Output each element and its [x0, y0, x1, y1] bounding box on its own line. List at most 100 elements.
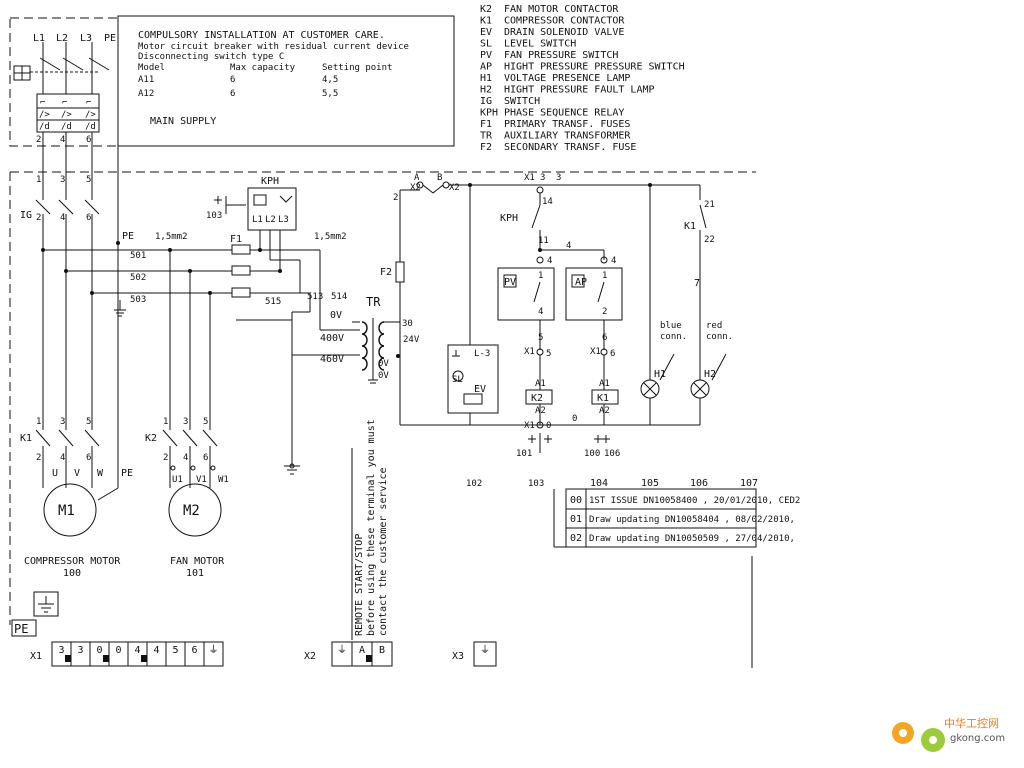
terminal-cell-label: 4 — [153, 645, 159, 656]
pe-earth: PE — [11, 591, 59, 637]
fan-motor-num: 101 — [186, 568, 204, 579]
blue-conn-1: blue — [660, 321, 682, 331]
wire-514: 514 — [331, 292, 347, 302]
svg-text:2: 2 — [36, 135, 41, 145]
m1-label: M1 — [58, 503, 75, 519]
motor-v1: V1 — [196, 475, 207, 485]
ig-label: IG — [20, 210, 32, 221]
svg-text:L3: L3 — [278, 215, 289, 225]
legend-description: PRIMARY TRANSF. FUSES — [504, 119, 630, 130]
k2-label: K2 — [145, 433, 157, 444]
install-row1-model: A11 — [138, 75, 154, 85]
wire-513: 513 — [307, 292, 323, 302]
install-row2-setting: 5,5 — [322, 89, 338, 99]
svg-text:6: 6 — [203, 453, 208, 463]
tr-400v: 400V — [320, 333, 344, 344]
install-row1-capacity: 6 — [230, 75, 235, 85]
x1-0-label: X1 — [524, 421, 535, 431]
x2-b: B — [437, 173, 442, 183]
ap-1: 1 — [602, 271, 607, 281]
tr-0v-sec2: 0V — [378, 371, 389, 381]
node-4b: 4 — [611, 256, 616, 266]
terminal-cell-label: ⏚ — [480, 644, 490, 656]
svg-text:1: 1 — [163, 417, 168, 427]
svg-text:⌐: ⌐ — [86, 98, 91, 108]
f1-fuses: F1 515 — [230, 229, 320, 307]
node-4a: 4 — [547, 256, 552, 266]
pe-label-top: PE — [122, 231, 134, 242]
legend-code: SL — [480, 39, 492, 50]
wire-502: 502 — [130, 273, 146, 283]
f1-label: F1 — [230, 234, 242, 245]
node-14: 14 — [542, 197, 553, 207]
svg-text:6: 6 — [86, 213, 91, 223]
terminal-103: 103 — [206, 211, 222, 221]
node-6: 6 — [602, 333, 607, 343]
node-11: 11 — [538, 236, 549, 246]
svg-text:L1: L1 — [252, 215, 263, 225]
remote-line3: contact the customer service — [378, 467, 389, 636]
k1-coil-label: K1 — [597, 393, 609, 404]
terminal-cell-label: ⏚ — [337, 644, 347, 656]
install-header-capacity: Max capacity — [230, 63, 296, 73]
terminal-cell-label: 0 — [96, 645, 102, 656]
svg-text:5: 5 — [203, 417, 208, 427]
compressor-motor-num: 100 — [63, 568, 81, 579]
install-row2-model: A12 — [138, 89, 154, 99]
svg-text:2: 2 — [163, 453, 168, 463]
install-row1-setting: 4,5 — [322, 75, 338, 85]
terminal-cell — [371, 641, 393, 667]
remote-note: REMOTE START/STOP before using these ter… — [351, 419, 389, 640]
x3-strip-label: X3 — [452, 651, 464, 662]
svg-text:/d: /d — [61, 122, 72, 132]
legend-description: PHASE SEQUENCE RELAY — [504, 108, 624, 119]
watermark-cn: 中华工控网 — [944, 716, 999, 730]
svg-text:/>: /> — [85, 110, 96, 120]
red-conn-1: red — [706, 321, 722, 331]
node-0: 0 — [572, 414, 577, 424]
motor-u1: U1 — [172, 475, 183, 485]
h1-label: H1 — [654, 369, 666, 380]
x2-b-label: X2 — [449, 183, 460, 193]
legend-description: FAN MOTOR CONTACTOR — [504, 4, 619, 15]
svg-text:/>: /> — [61, 110, 72, 120]
k1-right-label: K1 — [684, 221, 696, 232]
k1-a1: A1 — [599, 379, 610, 389]
watermark-logo: 中华工控网 gkong.com — [892, 716, 1005, 752]
node-6b: 6 — [610, 349, 615, 359]
legend-code: H2 — [480, 85, 492, 96]
node-3b: 3 — [556, 173, 561, 183]
pv-4: 4 — [538, 307, 543, 317]
wire-501: 501 — [130, 251, 146, 261]
legend-code: F1 — [480, 119, 492, 130]
col-104: 104 — [590, 478, 608, 489]
motor-v: V — [74, 468, 80, 479]
ap-2: 2 — [602, 307, 607, 317]
svg-text:5: 5 — [86, 417, 91, 427]
motor-w: W — [97, 468, 104, 479]
k1-label: K1 — [20, 433, 32, 444]
col-106: 106 — [690, 478, 708, 489]
supply-l2: L2 — [56, 33, 68, 44]
col-105: 105 — [641, 478, 659, 489]
x2-strip-label: X2 — [304, 651, 316, 662]
svg-text:1: 1 — [36, 417, 41, 427]
rev-02: 02 — [570, 533, 582, 544]
bus-wires: 501 502 503 1,5mm2 — [41, 232, 232, 317]
k2-coil-label: K2 — [531, 393, 543, 404]
x1-strip-label: X1 — [30, 651, 42, 662]
red-conn-2: conn. — [706, 332, 733, 342]
legend-description: SWITCH — [504, 96, 540, 107]
legend-description: HIGHT PRESSURE FAULT LAMP — [504, 85, 655, 96]
transformer-tr: TR 30 24V 0V 0V — [361, 295, 420, 384]
motor-m2: M2 FAN MOTOR 101 — [168, 483, 225, 579]
legend-description: FAN PRESSURE SWITCH — [504, 50, 618, 61]
m2-label: M2 — [183, 503, 200, 519]
node-22: 22 — [704, 235, 715, 245]
supply-pe: PE — [104, 33, 116, 44]
svg-text:4: 4 — [183, 453, 188, 463]
